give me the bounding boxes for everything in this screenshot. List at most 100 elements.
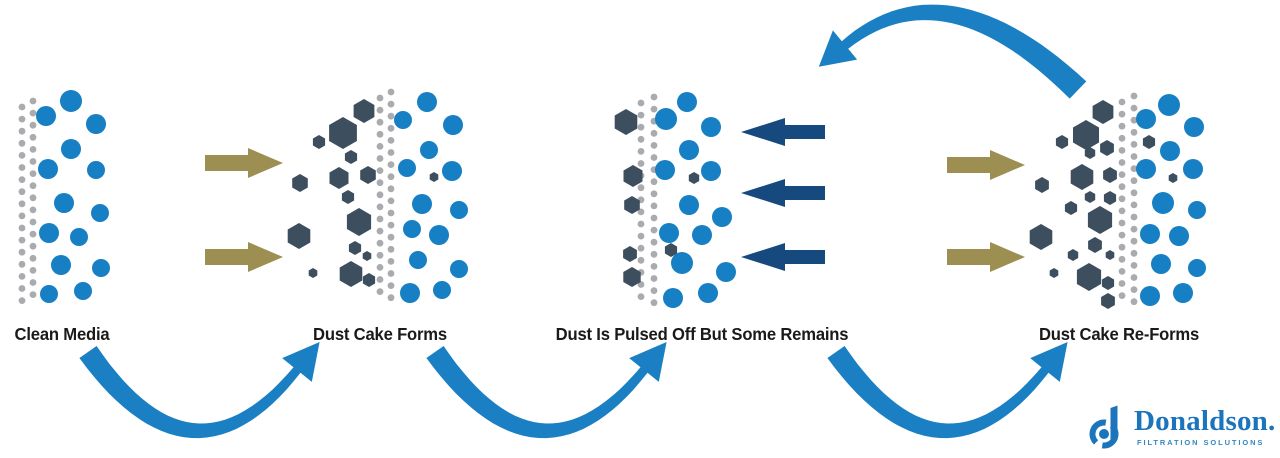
media-dot — [29, 267, 37, 274]
media-dot — [376, 167, 384, 175]
dust-hexagon — [308, 268, 318, 278]
air-circle — [701, 117, 721, 137]
dust-hexagon — [1076, 263, 1102, 291]
air-circle — [677, 92, 697, 112]
media-dot — [1118, 255, 1126, 263]
media-dot — [650, 190, 658, 198]
media-dot — [1130, 237, 1138, 245]
media-dot — [1130, 165, 1138, 173]
pulse-arrow-left — [741, 179, 825, 207]
media-dot — [1118, 231, 1126, 239]
dust-hexagon — [312, 135, 326, 149]
media-dot — [29, 133, 37, 141]
dust-hexagon — [1067, 249, 1079, 261]
dust-hexagon — [1100, 140, 1114, 156]
media-dot — [18, 139, 26, 147]
media-dot — [1118, 183, 1126, 191]
media-dot — [650, 105, 658, 113]
air-circle — [54, 193, 74, 213]
media-dot — [29, 279, 37, 286]
media-dot — [650, 226, 658, 234]
media-dot — [1130, 189, 1138, 197]
air-circle — [39, 223, 59, 243]
media-dot — [29, 230, 37, 238]
media-dot — [637, 148, 645, 155]
dust-hexagon — [1101, 293, 1115, 309]
air-circle — [1184, 117, 1204, 137]
media-dot — [650, 250, 658, 258]
air-circle — [698, 283, 718, 303]
air-circle — [394, 111, 412, 129]
media-dot — [29, 254, 37, 262]
dust-hexagon — [362, 251, 372, 261]
dust-hexagon — [1103, 191, 1117, 205]
media-dot — [1118, 159, 1126, 166]
media-dot — [376, 106, 384, 114]
media-dot — [18, 127, 26, 135]
media-dot — [637, 256, 645, 264]
media-dot — [387, 294, 395, 302]
media-dot — [18, 248, 26, 256]
media-dot — [387, 149, 395, 156]
media-dot — [29, 121, 37, 129]
media-dot — [18, 297, 26, 304]
stage-label-dust-cake-forms: Dust Cake Forms — [313, 324, 447, 344]
air-circle — [420, 141, 438, 159]
air-circle — [70, 228, 88, 246]
air-circle — [1152, 192, 1174, 214]
media-dot — [1118, 98, 1126, 106]
media-dot — [29, 242, 37, 250]
media-dot — [376, 179, 384, 187]
air-circle — [701, 161, 721, 181]
media-dot — [18, 188, 26, 196]
media-dot — [650, 299, 658, 307]
air-circle — [1188, 259, 1206, 277]
media-dot — [387, 185, 395, 193]
media-dot — [387, 161, 395, 169]
dust-hexagon — [1092, 100, 1114, 124]
media-dot — [1130, 116, 1138, 124]
media-dot — [1130, 177, 1138, 185]
dust-hexagon — [329, 167, 349, 189]
dust-hexagon — [1101, 276, 1115, 290]
air-circle — [1169, 226, 1189, 246]
media-dot — [1118, 292, 1126, 299]
air-circle — [1173, 283, 1193, 303]
media-dot — [637, 208, 645, 216]
media-dot — [1130, 213, 1138, 221]
air-circle — [40, 285, 58, 303]
air-circle — [87, 161, 105, 179]
dust-hexagon — [1073, 120, 1099, 150]
media-dot — [376, 143, 384, 150]
dust-hexagon — [292, 174, 308, 192]
media-dot — [18, 212, 26, 220]
dust-hexagon — [353, 99, 375, 123]
media-dot — [387, 221, 395, 229]
media-dot — [376, 239, 384, 247]
media-dot — [1130, 225, 1138, 233]
media-dot — [637, 135, 645, 143]
media-dot — [18, 115, 26, 123]
media-dot — [1130, 286, 1138, 293]
air-circle — [400, 283, 420, 303]
air-circle — [398, 159, 416, 177]
media-dot — [376, 251, 384, 259]
media-dot — [650, 287, 658, 294]
media-dot — [1118, 280, 1126, 287]
media-dot — [1118, 147, 1126, 154]
media-dot — [650, 142, 658, 149]
media-dot — [18, 273, 26, 280]
dust-hexagon — [1035, 177, 1049, 193]
media-dot — [376, 227, 384, 235]
media-dot — [18, 164, 26, 171]
air-circle — [429, 225, 449, 245]
media-dot — [650, 275, 658, 282]
air-circle — [60, 90, 82, 112]
dust-hexagon — [429, 172, 439, 182]
media-dot — [387, 233, 395, 241]
media-dot — [650, 154, 658, 161]
cycle-arrow — [818, 4, 1087, 99]
air-circle — [671, 252, 693, 274]
dust-hexagon — [1070, 164, 1094, 190]
media-dot — [387, 197, 395, 205]
